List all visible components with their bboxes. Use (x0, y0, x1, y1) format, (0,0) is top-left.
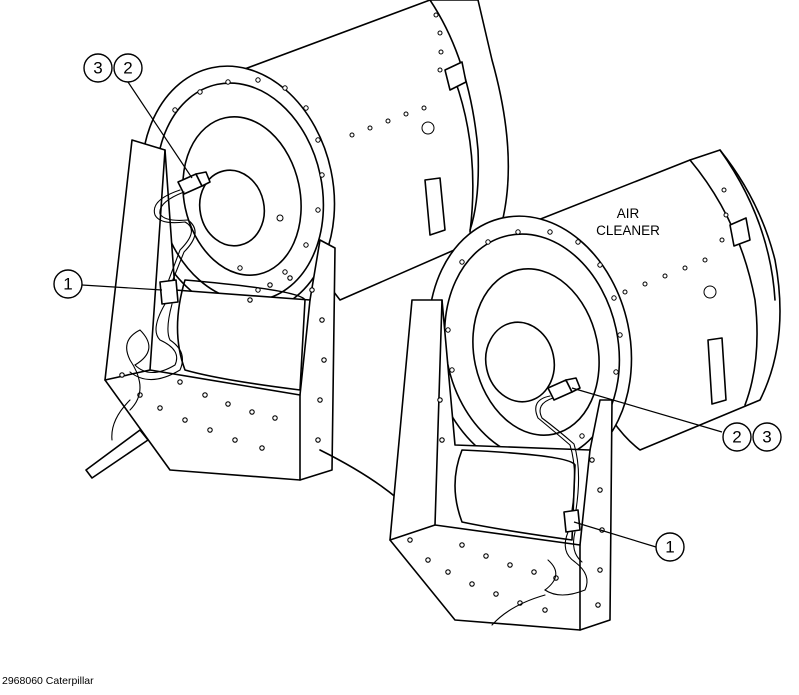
callout-left-top-2: 2 (113, 53, 143, 83)
air-cleaner-label-line1: AIR (617, 206, 640, 221)
callout-right-2: 2 (722, 422, 752, 452)
image-caption: 2968060 Caterpillar (2, 675, 94, 687)
left-bracket-holes (119, 275, 327, 451)
callout-left-1: 1 (53, 269, 83, 299)
svg-text:2: 2 (123, 59, 132, 78)
callout-right-3: 3 (752, 422, 782, 452)
left-harness-connector (159, 279, 179, 305)
air-cleaner-label-line2: CLEANER (596, 223, 660, 238)
left-air-cleaner-assembly (85, 0, 510, 481)
left-canister-rivets (349, 12, 444, 138)
left-restriction-sensor (177, 171, 211, 195)
right-bracket-holes (407, 397, 605, 613)
svg-text:1: 1 (665, 538, 674, 557)
svg-text:2: 2 (732, 428, 741, 447)
callout-right-1: 1 (655, 532, 685, 562)
svg-text:3: 3 (762, 428, 771, 447)
left-endplate-bolts (172, 77, 325, 293)
right-restriction-sensor (547, 377, 581, 401)
callout-left-top-3: 3 (83, 53, 113, 83)
svg-text:1: 1 (63, 275, 72, 294)
right-harness-connector (563, 509, 581, 533)
svg-text:3: 3 (93, 59, 102, 78)
right-air-cleaner-assembly (389, 149, 781, 631)
